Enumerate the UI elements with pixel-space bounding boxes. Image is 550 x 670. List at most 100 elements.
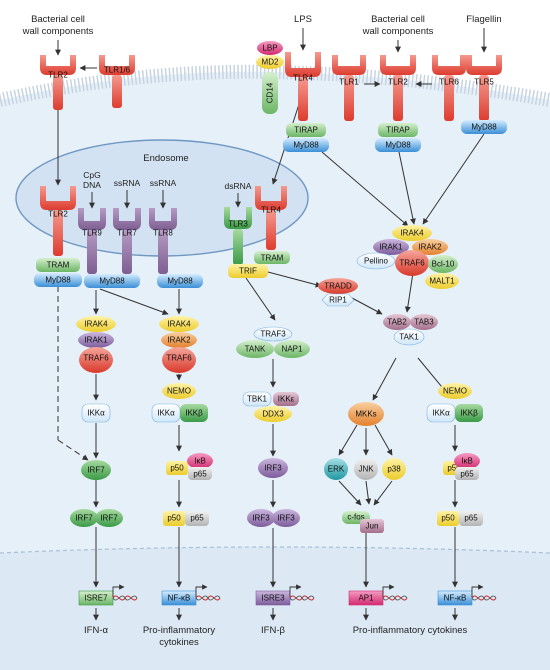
isre3-promoter: ISRE3 (255, 584, 315, 606)
tram-tlr2-pill: TRAM (36, 258, 80, 272)
tank-label: TANK (245, 345, 266, 354)
ikb-b: IκB (187, 453, 213, 469)
tradd-label: TRADD (324, 282, 352, 291)
tlr2-endo-receptor: TLR2 (40, 186, 76, 256)
tak1: TAK1 (393, 328, 425, 346)
tram-tlr4-pill: TRAM (254, 251, 290, 264)
transcription-arrow-icon (289, 584, 302, 597)
irf7: IRF7 (81, 460, 111, 480)
ifnb-output: IFN-β (261, 625, 285, 636)
isre7-promoter: ISRE7 (78, 584, 138, 606)
tlr4-surface-receptor: TLR4 (285, 52, 321, 121)
ap1-label: AP1 (358, 594, 374, 603)
proinf1-line1: Pro-inflammatory (143, 625, 216, 636)
proinf2-output: Pro-inflammatory cytokines (353, 625, 468, 636)
cfos-label: c-fos (347, 513, 364, 522)
ikb-b-label: IκB (194, 457, 206, 466)
rip1-label: RIP1 (329, 296, 347, 305)
trif-pill: TRIF (228, 264, 268, 278)
irak2-b-label: IRAK2 (167, 336, 191, 345)
myd88-tlr4-label: MyD88 (293, 141, 319, 150)
irak4-b: IRAK4 (159, 316, 199, 332)
ikka-r-label: IKKα (432, 409, 450, 418)
irak2-top: IRAK2 (412, 239, 448, 255)
tlr4-endo-receptor: TLR4 (255, 186, 287, 250)
myd88-tlr2-pill: MyD88 (375, 138, 421, 152)
transcription-arrow-icon (471, 584, 484, 597)
irak1-top-label: IRAK1 (379, 243, 403, 252)
tbk1: TBK1 (242, 391, 272, 407)
tlr5-receptor: TLR5 (466, 55, 502, 121)
nemo-b-label: NEMO (167, 387, 191, 396)
p38-label: p38 (387, 465, 401, 474)
tlr7-label: TLR7 (117, 229, 137, 238)
nuclear-membrane (0, 546, 550, 554)
bacterial-left-line1: Bacterial cell (31, 14, 85, 25)
irf3-d2-label: IRF3 (277, 514, 295, 523)
nap1: NAP1 (274, 340, 310, 358)
malt1: MALT1 (425, 273, 459, 289)
ikka-a-label: IKKα (87, 409, 105, 418)
tlr7-receptor: TLR7 (113, 208, 141, 274)
tlr1-receptor: TLR1 (332, 55, 366, 121)
traf3: TRAF3 (253, 326, 293, 342)
bacterial-left-line2: wall components (22, 26, 94, 37)
malt1-label: MALT1 (429, 277, 455, 286)
pellino-label: Pellino (364, 257, 389, 266)
p50-r2-label: p50 (441, 514, 455, 523)
tlr2-surface-receptor: TLR2 (40, 55, 76, 110)
tirap-tlr2-label: TIRAP (386, 126, 410, 135)
p65-b: p65 (188, 467, 212, 480)
proinf1-line2: cytokines (159, 637, 199, 648)
bcl10-label: Bcl-10 (432, 260, 455, 269)
ssrna2-label: ssRNA (150, 178, 177, 188)
transcription-arrow-icon (382, 584, 395, 597)
p38: p38 (382, 458, 406, 480)
traf6-a: TRAF6 (79, 347, 113, 373)
p50-b2: p50 (163, 511, 185, 526)
tab3: TAB3 (410, 314, 438, 330)
p50-r-label: p50 (447, 464, 461, 473)
irf7-dimer-2: IRF7 (95, 509, 123, 527)
irf3-dimer-2: IRF3 (272, 509, 300, 527)
bacterial-right-line2: wall components (362, 26, 434, 37)
myd88-tlr2-endo-pill: MyD88 (34, 273, 82, 287)
ikke-label: IKKε (278, 395, 295, 404)
ikkb-b: IKKβ (180, 404, 208, 422)
bacterial-right-line1: Bacterial cell (371, 14, 425, 25)
traf6-top: TRAF6 (395, 250, 429, 276)
irak1-a: IRAK1 (78, 332, 114, 348)
bcl10: Bcl-10 (428, 255, 458, 273)
traf6-b-label: TRAF6 (166, 354, 192, 363)
traf3-label: TRAF3 (260, 330, 286, 339)
ikkb-r: IKKβ (455, 404, 483, 422)
tank: TANK (236, 340, 274, 358)
cpg-line2: DNA (83, 180, 101, 190)
tram-tlr4-label: TRAM (261, 254, 284, 263)
mkks: MKKs (348, 402, 384, 426)
transcription-arrow-icon (112, 584, 125, 597)
rip1: RIP1 (321, 293, 355, 307)
ikb-r: IκB (454, 453, 480, 469)
md2-label: MD2 (262, 58, 279, 67)
tlr5-label: TLR5 (474, 78, 494, 87)
nfkb2-promoter: NF-κB (437, 584, 497, 606)
p50-b-label: p50 (170, 464, 184, 473)
ikkb-b-label: IKKβ (185, 409, 203, 418)
irak4-top: IRAK4 (392, 225, 432, 241)
erk-label: ERK (328, 465, 345, 474)
ifna-output: IFN-α (84, 625, 108, 636)
p65-b2-label: p65 (190, 514, 204, 523)
tirap-tlr4-label: TIRAP (294, 126, 318, 135)
tlr8-receptor: TLR8 (149, 208, 177, 274)
irak4-top-label: IRAK4 (400, 229, 424, 238)
jun: Jun (360, 519, 384, 533)
endosome-label: Endosome (143, 153, 188, 164)
myd88-tlr97-label: MyD88 (99, 277, 125, 286)
p50-r2: p50 (437, 511, 459, 526)
ikb-r-label: IκB (461, 457, 473, 466)
cpg-line1: CpG (83, 170, 100, 180)
nucleus (0, 547, 550, 670)
